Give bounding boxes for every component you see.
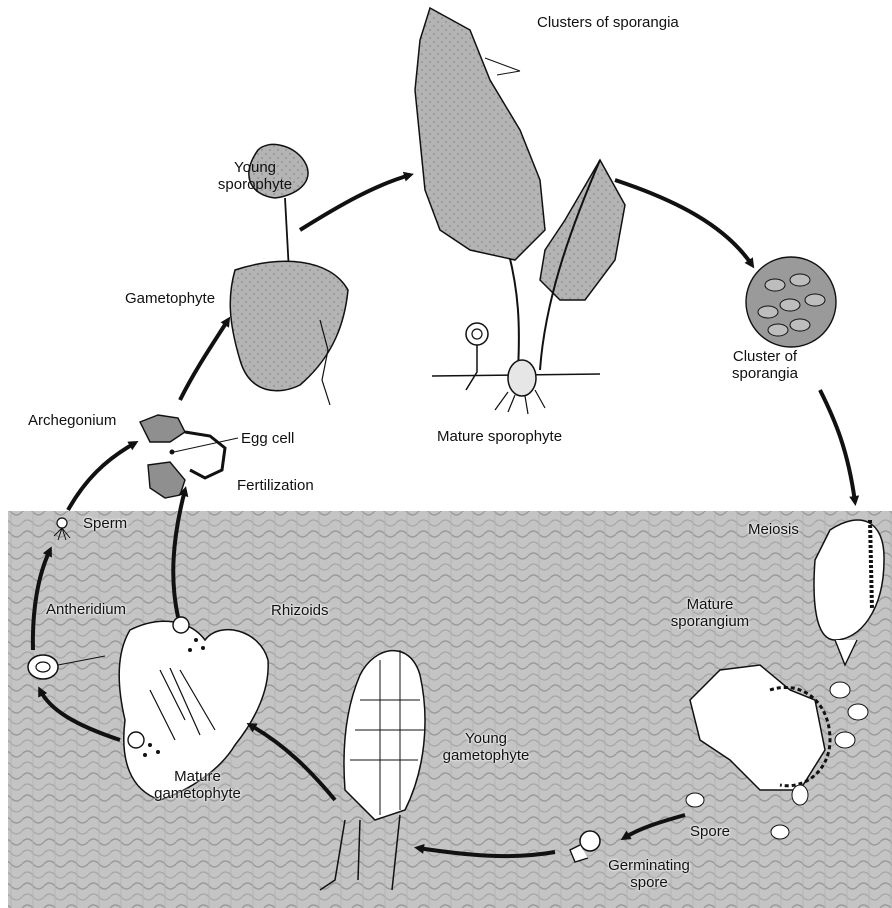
label-text: Mature sporangium [671, 596, 749, 630]
label-text: Cluster of sporangia [732, 348, 798, 382]
label-gametophyte: Gametophyte [125, 290, 215, 307]
cluster-of-sporangia-illustration [746, 257, 836, 347]
label-text: Young gametophyte [443, 730, 530, 764]
label-meiosis: Meiosis [748, 521, 799, 538]
label-mature-sporangium: Mature sporangium [650, 596, 770, 630]
label-fertilization: Fertilization [237, 477, 314, 494]
label-clusters-of-sporangia-top: Clusters of sporangia [537, 14, 647, 31]
arrow-to-meiosis [820, 390, 855, 502]
archegonium-illustration [140, 415, 238, 498]
label-spore: Spore [690, 823, 730, 840]
arrow-to-cluster-of-sporangia [615, 180, 752, 265]
arrow-sperm-to-archegonium [68, 443, 135, 510]
label-young-sporophyte: Young sporophyte [214, 159, 296, 193]
label-antheridium: Antheridium [46, 601, 126, 618]
label-egg-cell: Egg cell [241, 430, 294, 447]
label-rhizoids: Rhizoids [271, 602, 329, 619]
label-cluster-of-sporangia: Cluster of sporangia [729, 348, 801, 382]
label-young-gametophyte: Young gametophyte [436, 730, 536, 764]
label-sperm: Sperm [83, 515, 127, 532]
label-germinating-spore: Germinating spore [604, 857, 694, 891]
arrow-to-gametophyte [180, 320, 228, 400]
label-text: Clusters of sporangia [537, 14, 679, 31]
label-text: Young sporophyte [218, 159, 292, 193]
mature-sporophyte-illustration [415, 8, 625, 414]
label-mature-gametophyte: Mature gametophyte [150, 768, 245, 802]
label-mature-sporophyte: Mature sporophyte [437, 428, 562, 445]
label-text: Mature gametophyte [154, 768, 241, 802]
label-archegonium: Archegonium [28, 412, 116, 429]
label-text: Germinating spore [608, 857, 690, 891]
arrow-to-mature-sporophyte [300, 175, 410, 230]
